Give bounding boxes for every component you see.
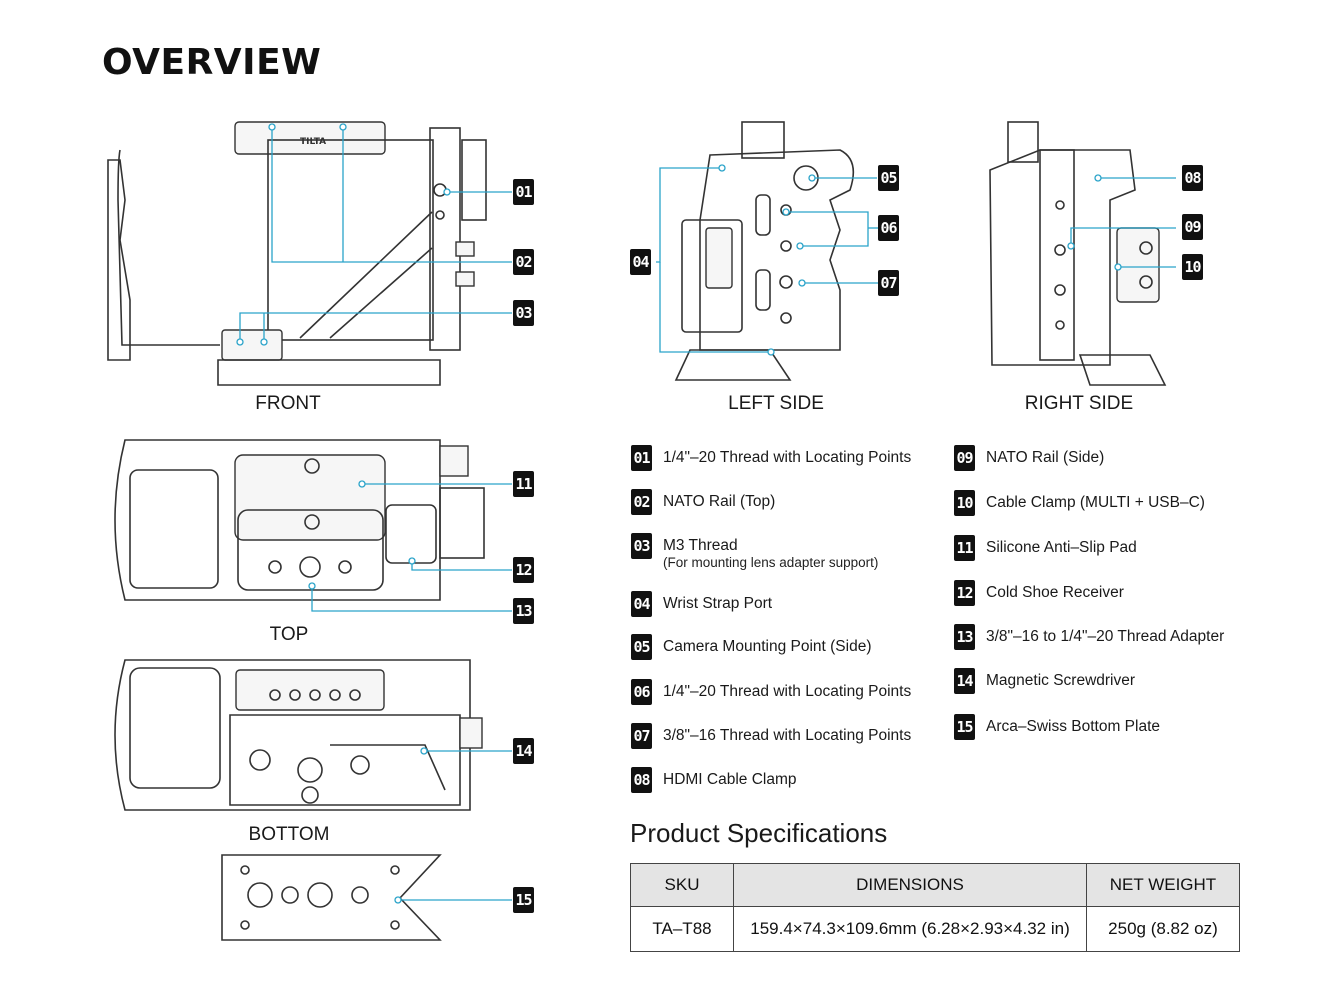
- legend-badge: 02: [631, 489, 652, 515]
- legend-item: 04 Wrist Strap Port: [631, 591, 772, 617]
- legend-label: Arca–Swiss Bottom Plate: [986, 718, 1161, 735]
- legend-item: 01 1/4"–20 Thread with Locating Points: [631, 445, 911, 471]
- specs-header-sku: SKU: [630, 863, 734, 907]
- view-label-right-side: RIGHT SIDE: [1024, 393, 1134, 414]
- callout-dots: [236, 123, 1122, 904]
- legend-label: HDMI Cable Clamp: [663, 771, 797, 788]
- legend-badge: 05: [631, 634, 652, 660]
- legend-item: 02 NATO Rail (Top): [631, 489, 775, 515]
- page-title: OVERVIEW: [102, 42, 322, 83]
- legend-badge: 11: [954, 535, 975, 561]
- right-side-drawing: [989, 121, 1167, 386]
- legend-badge: 14: [954, 668, 975, 694]
- legend-item: 12 Cold Shoe Receiver: [954, 580, 1124, 606]
- legend-badge: 07: [631, 723, 652, 749]
- legend-label: Silicone Anti–Slip Pad: [986, 539, 1137, 556]
- callout-badge-14: 14: [513, 738, 534, 764]
- specs-table: SKU DIMENSIONS NET WEIGHT TA–T88 159.4×7…: [630, 863, 1240, 952]
- legend-item: 11 Silicone Anti–Slip Pad: [954, 535, 1137, 561]
- callout-badge-13: 13: [513, 598, 534, 624]
- legend-label: Camera Mounting Point (Side): [663, 638, 872, 655]
- legend-badge: 03: [631, 533, 652, 559]
- legend-item: 15 Arca–Swiss Bottom Plate: [954, 714, 1160, 740]
- legend-badge: 13: [954, 624, 975, 650]
- legend-sublabel: (For mounting lens adapter support): [663, 555, 879, 570]
- legend-badge: 12: [954, 580, 975, 606]
- callout-badge-06: 06: [878, 215, 899, 241]
- specs-header-weight: NET WEIGHT: [1086, 863, 1240, 907]
- tilta-logo: TILTA: [300, 137, 326, 147]
- bottom-plate-drawing: [221, 854, 442, 941]
- legend-label-block: M3 Thread (For mounting lens adapter sup…: [663, 533, 878, 571]
- legend-label: 1/4"–20 Thread with Locating Points: [663, 683, 912, 700]
- callout-badge-05: 05: [878, 165, 899, 191]
- legend-item: 03 M3 Thread (For mounting lens adapter …: [631, 533, 878, 571]
- legend-badge: 01: [631, 445, 652, 471]
- callout-badge-11: 11: [513, 471, 534, 497]
- view-label-left-side: LEFT SIDE: [728, 393, 824, 414]
- top-view-drawing: [114, 439, 485, 601]
- legend-badge: 04: [631, 591, 652, 617]
- specs-cell-sku: TA–T88: [630, 906, 734, 952]
- table-row: TA–T88 159.4×74.3×109.6mm (6.28×2.93×4.3…: [630, 906, 1240, 952]
- legend-label: 1/4"–20 Thread with Locating Points: [663, 449, 912, 466]
- legend-label: Cable Clamp (MULTI + USB–C): [986, 494, 1205, 511]
- view-label-front: FRONT: [255, 393, 321, 414]
- left-side-drawing: [674, 121, 855, 381]
- callout-badge-03: 03: [513, 300, 534, 326]
- legend-item: 05 Camera Mounting Point (Side): [631, 634, 872, 660]
- callout-badge-02: 02: [513, 249, 534, 275]
- legend-badge: 09: [954, 445, 975, 471]
- legend-badge: 06: [631, 679, 652, 705]
- legend-item: 06 1/4"–20 Thread with Locating Points: [631, 679, 911, 705]
- legend-item: 10 Cable Clamp (MULTI + USB–C): [954, 490, 1205, 516]
- legend-item: 08 HDMI Cable Clamp: [631, 767, 797, 793]
- legend-label: M3 Thread: [663, 537, 738, 554]
- legend-badge: 08: [631, 767, 652, 793]
- specs-title: Product Specifications: [630, 818, 888, 848]
- legend-label: 3/8"–16 to 1/4"–20 Thread Adapter: [986, 628, 1225, 645]
- callout-badge-09: 09: [1182, 214, 1203, 240]
- specs-cell-weight: 250g (8.82 oz): [1086, 906, 1240, 952]
- front-view-drawing: TILTA: [107, 121, 487, 386]
- legend-badge: 10: [954, 490, 975, 516]
- callout-badge-04: 04: [630, 249, 651, 275]
- legend-label: Wrist Strap Port: [663, 595, 773, 612]
- legend-item: 14 Magnetic Screwdriver: [954, 668, 1135, 694]
- legend-item: 07 3/8"–16 Thread with Locating Points: [631, 723, 911, 749]
- legend-badge: 15: [954, 714, 975, 740]
- specs-cell-dimensions: 159.4×74.3×109.6mm (6.28×2.93×4.32 in): [733, 906, 1087, 952]
- callout-badge-10: 10: [1182, 254, 1203, 280]
- legend-item: 13 3/8"–16 to 1/4"–20 Thread Adapter: [954, 624, 1224, 650]
- legend-item: 09 NATO Rail (Side): [954, 445, 1104, 471]
- legend-label: Magnetic Screwdriver: [986, 672, 1136, 689]
- specs-header-dimensions: DIMENSIONS: [733, 863, 1087, 907]
- callout-badge-08: 08: [1182, 165, 1203, 191]
- bottom-view-drawing: [114, 659, 483, 811]
- legend-label: Cold Shoe Receiver: [986, 584, 1124, 601]
- specs-header-row: SKU DIMENSIONS NET WEIGHT: [630, 863, 1240, 907]
- callout-badge-12: 12: [513, 557, 534, 583]
- legend-label: NATO Rail (Top): [663, 493, 776, 510]
- legend-label: 3/8"–16 Thread with Locating Points: [663, 727, 912, 744]
- callout-badge-01: 01: [513, 179, 534, 205]
- view-label-top: TOP: [269, 624, 309, 645]
- legend-label: NATO Rail (Side): [986, 449, 1105, 466]
- callout-badge-07: 07: [878, 270, 899, 296]
- callout-badge-15: 15: [513, 887, 534, 913]
- view-label-bottom: BOTTOM: [248, 824, 330, 845]
